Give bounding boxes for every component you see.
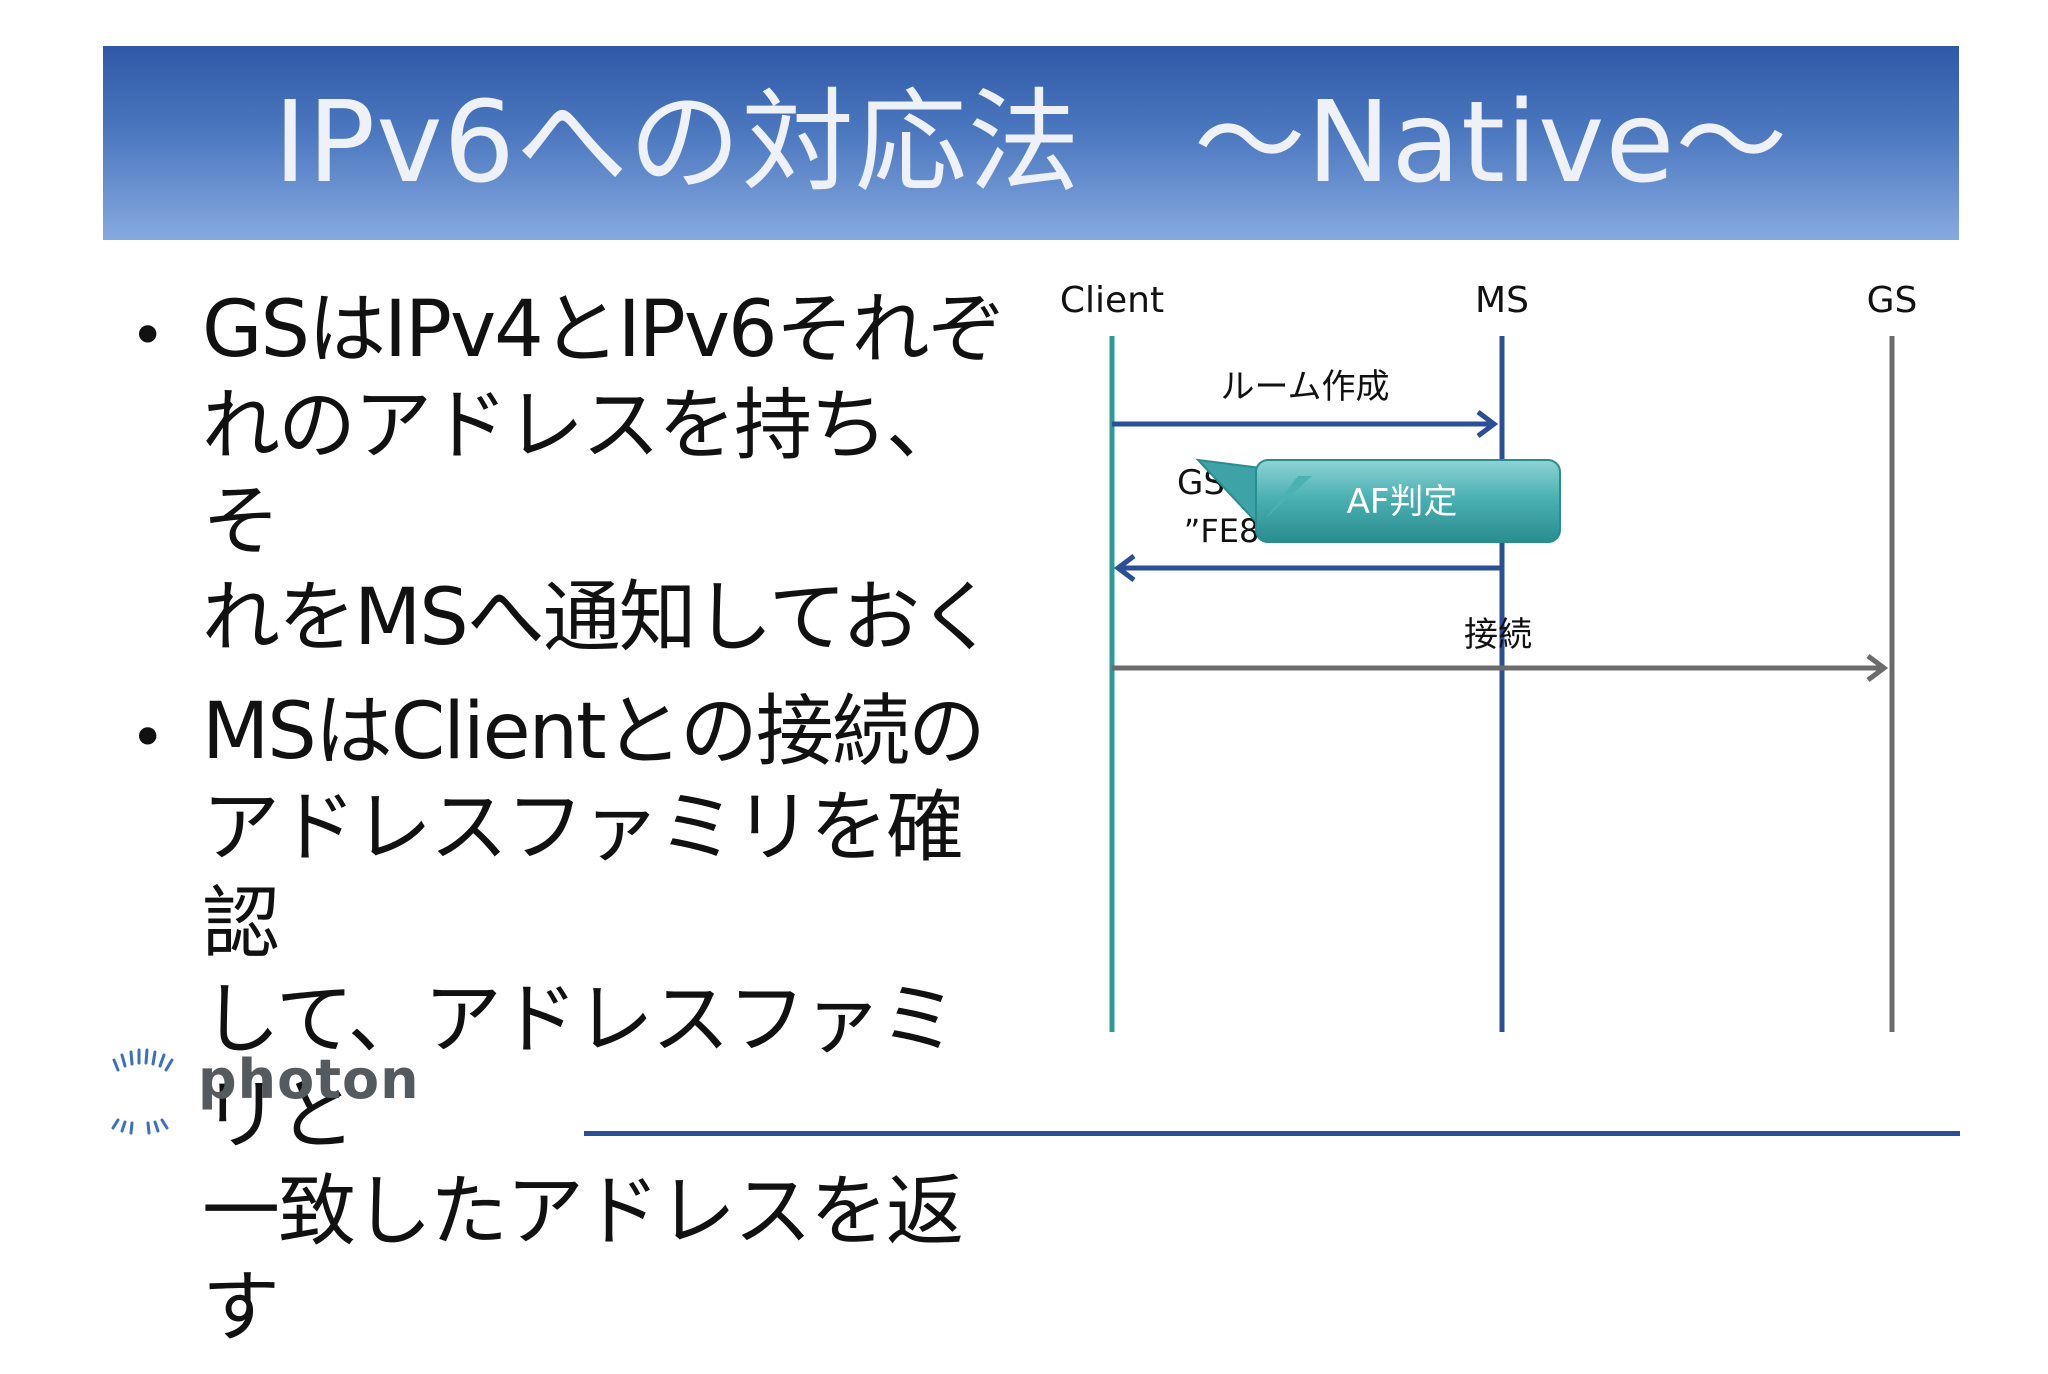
- slide-title: IPv6への対応法 ～Native～: [273, 78, 1789, 208]
- arrowhead-left-icon: [1113, 554, 1136, 582]
- arrowhead-right-icon: [1866, 654, 1889, 682]
- bullet-dot-icon: •: [130, 703, 166, 773]
- bullet-item: • MSはClientとの接続の アドレスファミリを確認 して、アドレスファミリ…: [120, 684, 1020, 1356]
- bullet-item: • GSはIPv4とIPv6それぞ れのアドレスを持ち、そ れをMSへ通知してお…: [120, 282, 1020, 666]
- lane-label-gs: GS: [1867, 280, 1918, 321]
- logo-text: photon: [198, 1048, 420, 1111]
- lane-label-client: Client: [1060, 280, 1164, 321]
- bullet-text: MSはClientとの接続の アドレスファミリを確認 して、アドレスファミリと …: [202, 687, 986, 1353]
- photon-logo: photon: [108, 1040, 428, 1140]
- bullet-list: • GSはIPv4とIPv6それぞ れのアドレスを持ち、そ れをMSへ通知してお…: [120, 282, 1020, 1374]
- callout-label: AF判定: [1347, 482, 1458, 522]
- logo-burst-icon: [111, 1048, 174, 1135]
- footer-divider: [584, 1131, 1960, 1136]
- bullet-text: GSはIPv4とIPv6それぞ れのアドレスを持ち、そ れをMSへ通知しておく: [202, 285, 1006, 663]
- message-label-room-create: ルーム作成: [1221, 367, 1390, 407]
- bullet-dot-icon: •: [130, 301, 166, 371]
- lane-label-ms: MS: [1475, 280, 1529, 321]
- callout-af-check: AF判定: [1195, 458, 1561, 543]
- arrowhead-right-icon: [1476, 410, 1499, 438]
- title-bar: IPv6への対応法 ～Native～: [103, 46, 1959, 240]
- message-label-connect: 接続: [1464, 615, 1532, 655]
- sequence-diagram: Client MS GS ルーム作成 GSアドレス通知 ”FE80:xxxx:.…: [1060, 280, 1918, 1032]
